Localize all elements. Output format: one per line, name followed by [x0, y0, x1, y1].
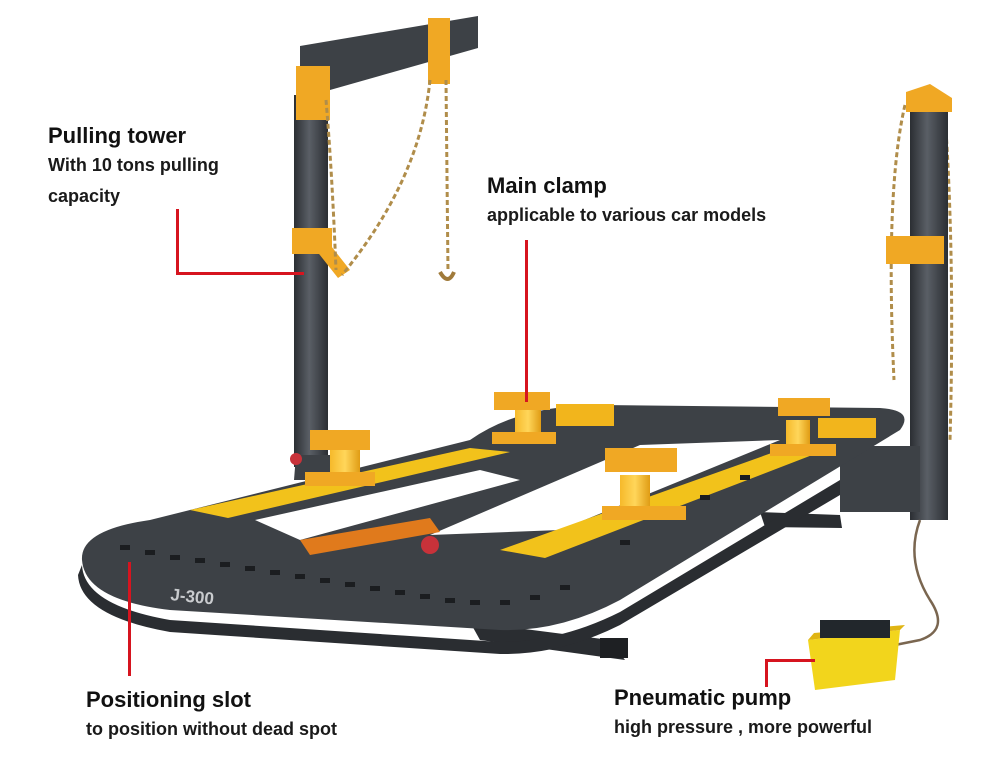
callout-pneumatic-pump: Pneumatic pump high pressure , more powe…	[614, 684, 974, 743]
callout-desc: capacity	[48, 186, 121, 206]
callout-main-clamp: Main clamp applicable to various car mod…	[487, 172, 847, 231]
leader-pump-horiz	[765, 659, 815, 662]
callout-desc: applicable to various car models	[487, 205, 767, 225]
left-pulling-tower	[290, 16, 478, 480]
leader-pump-vert	[765, 659, 768, 687]
hook-icon	[438, 270, 456, 281]
leader-tower-horiz	[176, 272, 304, 275]
clamp-front-right	[602, 448, 686, 520]
bench-platform	[78, 405, 905, 655]
right-pulling-tower	[840, 84, 952, 520]
model-marking: J-300	[170, 585, 215, 608]
clamp-back-right	[770, 398, 836, 456]
leader-clamp	[525, 240, 528, 402]
callout-pulling-tower: Pulling tower With 10 tons pulling capac…	[48, 122, 288, 212]
chains	[324, 79, 954, 441]
leader-tower-vert	[176, 209, 179, 275]
callout-desc: to position without dead spot	[86, 719, 337, 739]
callout-title: Positioning slot	[86, 687, 251, 712]
callout-positioning-slot: Positioning slot to position without dea…	[86, 686, 446, 745]
pad-back	[556, 404, 614, 426]
main-clamps	[305, 392, 876, 520]
pneumatic-pump	[808, 620, 905, 690]
pad-right	[818, 418, 876, 438]
clamp-front-left	[305, 430, 375, 486]
callout-desc: With 10 tons pulling	[48, 155, 219, 175]
callout-title: Main clamp	[487, 173, 607, 198]
clamp-back-left	[492, 392, 556, 444]
callout-desc: high pressure , more powerful	[614, 717, 873, 737]
callout-title: Pneumatic pump	[614, 685, 792, 710]
leader-slot	[128, 562, 131, 676]
air-hose	[869, 519, 940, 652]
hydraulic-ram	[300, 518, 440, 555]
callout-title: Pulling tower	[48, 123, 187, 148]
